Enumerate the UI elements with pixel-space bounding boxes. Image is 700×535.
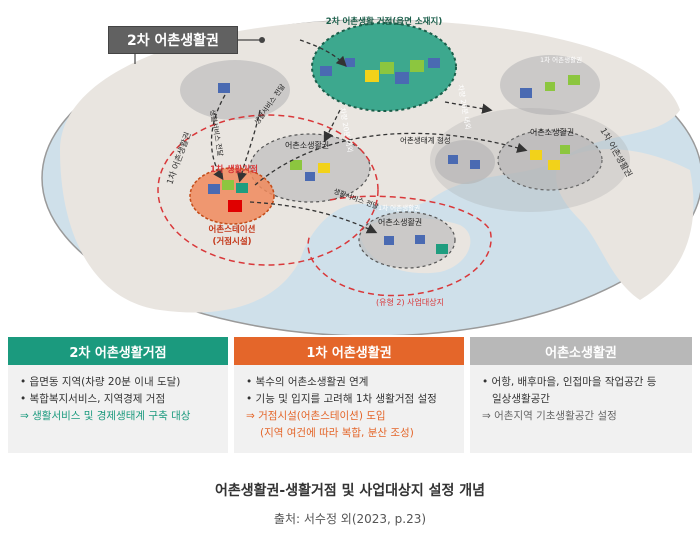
panel-line: • 읍면동 지역(차량 20분 이내 도달): [20, 376, 181, 388]
label-ecosystem: 어촌생태계 형성: [400, 135, 451, 145]
figure-source: 출처: 서수정 외(2023, p.23): [273, 512, 427, 526]
first-base-area: [189, 167, 275, 225]
first-area-left-boundary: [157, 114, 379, 266]
label-target-site: (유형 2) 사업대상지: [376, 297, 444, 307]
label-1st-area-bottom: 1차 어촌생활권: [378, 203, 420, 212]
panel-result: ⇒ 생활서비스 및 경제생태계 구축 대상: [20, 410, 191, 422]
small-area-right-left: [435, 140, 495, 184]
panel-body: • 어항, 배후마을, 인접마을 작업공간 등 일상생활공간 ⇒ 어촌지역 기초…: [470, 365, 692, 453]
second-living-area-label: 2차 어촌생활권: [108, 26, 238, 54]
land-mass-right: [556, 149, 694, 300]
panel-title: 2차 어촌생활거점: [8, 337, 228, 365]
service-arrows: [210, 39, 528, 234]
buildings-first-base: [208, 180, 248, 212]
label-small-area-2: 어촌소생활권: [530, 127, 574, 137]
panel-line: 일상생활공간: [492, 393, 550, 405]
panel-result: ⇒ 거점시설(어촌스테이션) 도입: [246, 410, 386, 422]
label-station-line1: 어촌스테이션: [209, 224, 256, 235]
small-area-bottom: [358, 211, 456, 269]
top-center-label: 2차 어촌생활 거점(읍면 소재지): [326, 16, 443, 27]
panel-first-area: 1차 어촌생활권 • 복수의 어촌소생활권 연계 • 기능 및 입지를 고려해 …: [234, 337, 464, 453]
buildings-other: [218, 75, 580, 254]
panel-title: 1차 어촌생활권: [234, 337, 464, 365]
living-area-concept-map: 2차 어촌생활 거점(읍면 소재지) 1차 어촌생활권 1차 어촌생활권 1차 …: [41, 16, 700, 335]
panel-line: • 기능 및 입지를 고려해 1차 생활거점 설정: [246, 393, 437, 405]
panel-title: 어촌소생활권: [470, 337, 692, 365]
figure-caption: 어촌생활권-생활거점 및 사업대상지 설정 개념: [214, 483, 486, 499]
target-site-boundary: [307, 195, 492, 297]
label-small-area-3: 어촌소생활권: [378, 217, 422, 227]
panel-result-sub: (지역 여건에 따라 복합, 분산 조성): [260, 427, 414, 439]
panel-body: • 읍면동 지역(차량 20분 이내 도달) • 복합복지서비스, 지역경제 거…: [8, 365, 228, 453]
label-small-area-1: 어촌소생활권: [285, 140, 329, 150]
label-1st-base: 1차 생활거점: [210, 164, 258, 175]
label-station-line2: (거점시설): [212, 236, 251, 247]
label-1st-area-topright: 1차 어촌생활권: [540, 55, 582, 64]
panel-second-base: 2차 어촌생활거점 • 읍면동 지역(차량 20분 이내 도달) • 복합복지서…: [8, 337, 228, 453]
buildings-second-base: [320, 58, 440, 84]
panel-small-area: 어촌소생활권 • 어항, 배후마을, 인접마을 작업공간 등 일상생활공간 ⇒ …: [470, 337, 692, 453]
panel-line: • 복수의 어촌소생활권 연계: [246, 376, 369, 388]
panel-body: • 복수의 어촌소생활권 연계 • 기능 및 입지를 고려해 1차 생활거점 설…: [234, 365, 464, 453]
small-area-topleft: [180, 60, 290, 120]
header-connector-dot: [259, 37, 265, 43]
panel-line: • 어항, 배후마을, 인접마을 작업공간 등: [482, 376, 657, 388]
small-area-center: [249, 133, 371, 203]
panel-result: ⇒ 어촌지역 기초생활공간 설정: [482, 410, 617, 422]
panel-line: • 복합복지서비스, 지역경제 거점: [20, 393, 166, 405]
